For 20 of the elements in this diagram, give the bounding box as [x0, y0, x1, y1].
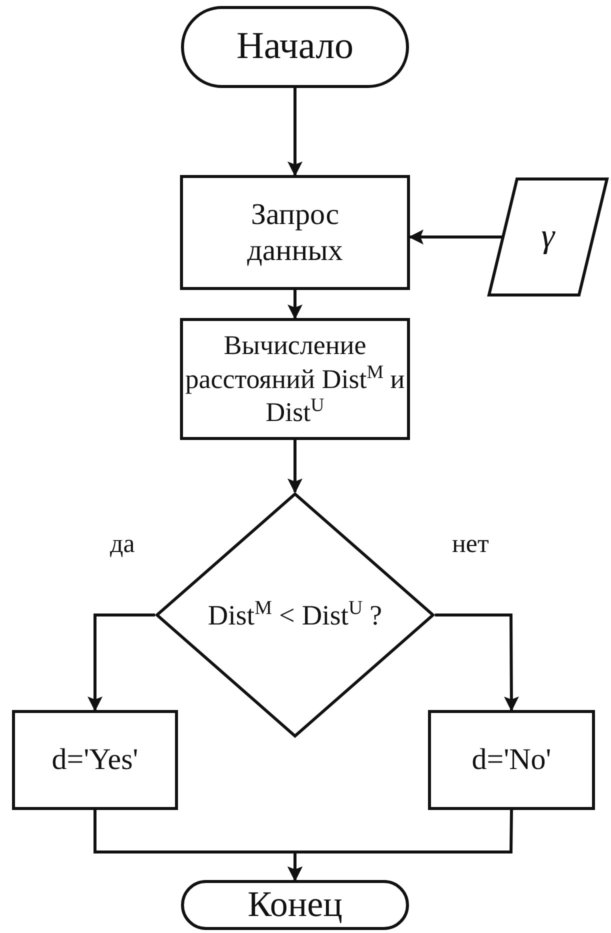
- node-text: Dist$^{M}$ < Dist$^{U}$ ?: [208, 597, 382, 633]
- node-text: Запрос данных: [246, 196, 344, 268]
- node-text: Начало: [236, 24, 354, 70]
- process-box: [180, 318, 410, 440]
- arrow: [288, 290, 302, 320]
- process-box: [180, 175, 410, 290]
- arrow: [88, 614, 155, 712]
- node-text: Вычисление расстояний Dist$^{M}$ и Dist$^{U}$: [185, 329, 405, 429]
- node-text: γ: [541, 216, 555, 257]
- process-box: [428, 710, 595, 810]
- arrow: [408, 230, 503, 244]
- node-text: d='Yes': [52, 742, 138, 778]
- arrow: [435, 614, 519, 712]
- terminal-box: [181, 880, 409, 930]
- node-text: d='No': [472, 742, 552, 778]
- arrow: [288, 810, 513, 882]
- node-text: Конец: [248, 883, 342, 926]
- arrow: [288, 440, 302, 494]
- arrow: [288, 88, 302, 176]
- process-box: [12, 710, 178, 810]
